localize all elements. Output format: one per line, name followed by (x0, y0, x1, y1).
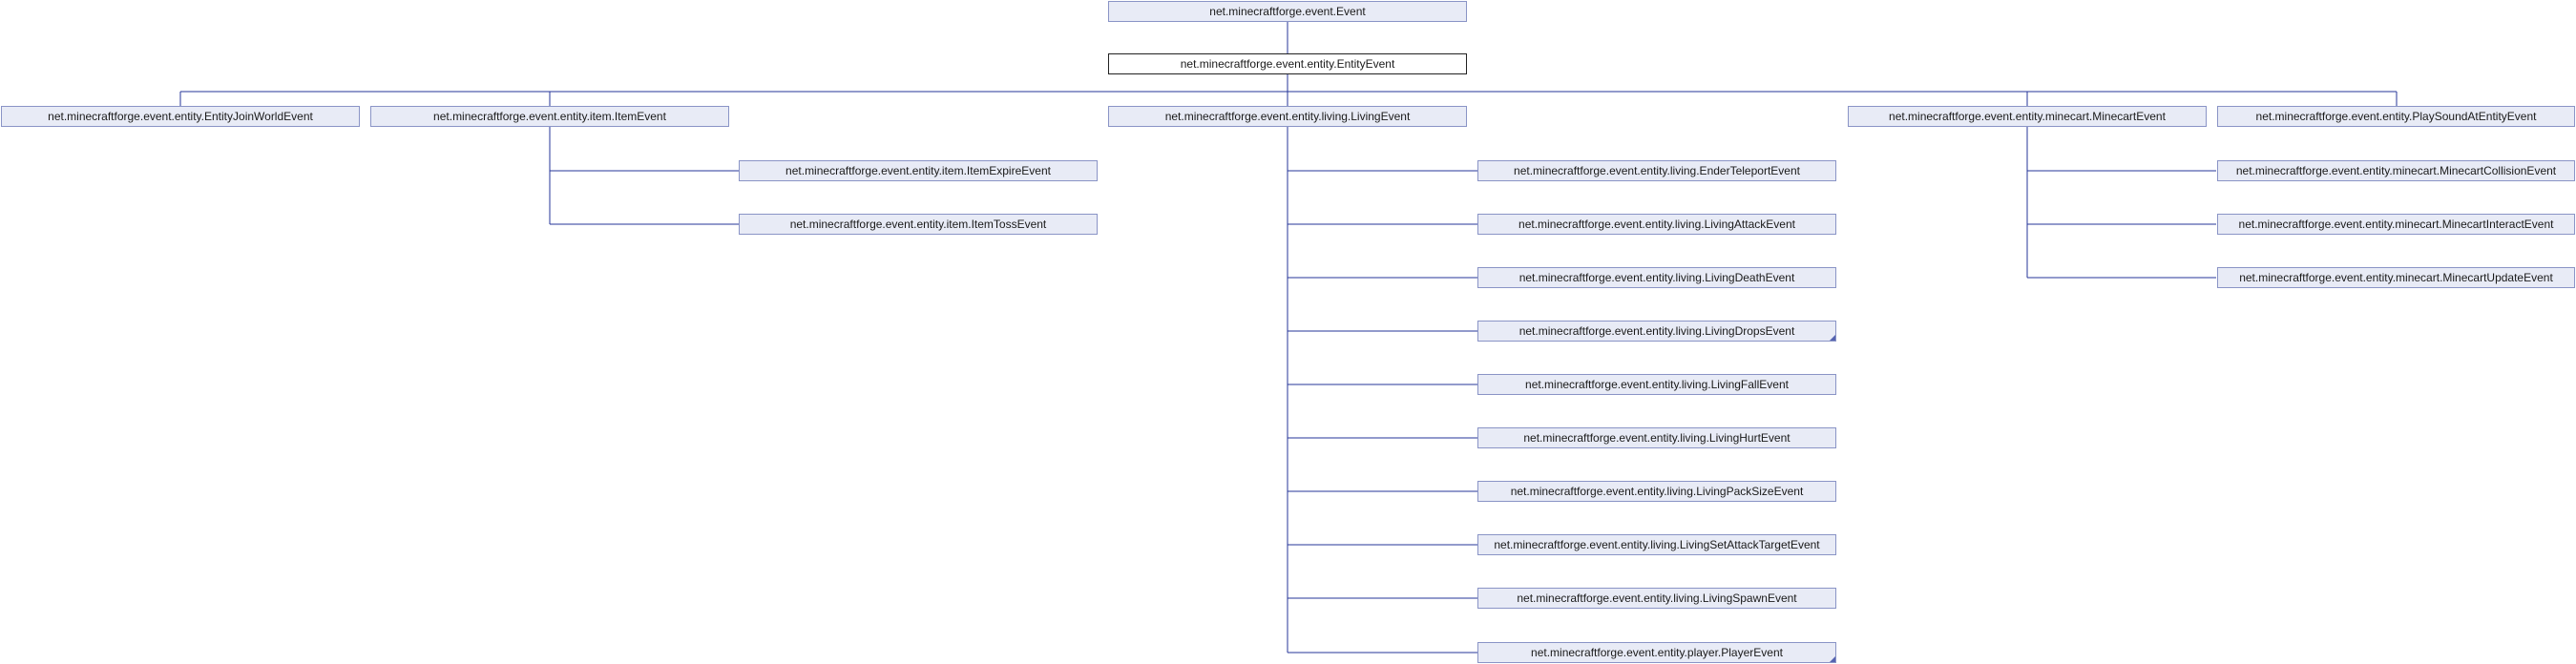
node-event[interactable]: net.minecraftforge.event.Event (1108, 1, 1467, 22)
node-living-fall-event[interactable]: net.minecraftforge.event.entity.living.L… (1477, 374, 1836, 395)
inheritance-edges (179, 14, 2398, 654)
node-minecart-event[interactable]: net.minecraftforge.event.entity.minecart… (1848, 106, 2207, 127)
node-minecart-collision-event[interactable]: net.minecraftforge.event.entity.minecart… (2217, 160, 2575, 181)
node-living-set-attack-target-event[interactable]: net.minecraftforge.event.entity.living.L… (1477, 534, 1836, 555)
node-living-drops-event[interactable]: net.minecraftforge.event.entity.living.L… (1477, 321, 1836, 342)
node-item-event[interactable]: net.minecraftforge.event.entity.item.Ite… (370, 106, 729, 127)
node-living-death-event[interactable]: net.minecraftforge.event.entity.living.L… (1477, 267, 1836, 288)
node-living-hurt-event[interactable]: net.minecraftforge.event.entity.living.L… (1477, 427, 1836, 448)
node-living-attack-event[interactable]: net.minecraftforge.event.entity.living.L… (1477, 214, 1836, 235)
node-item-expire-event[interactable]: net.minecraftforge.event.entity.item.Ite… (739, 160, 1098, 181)
node-minecart-interact-event[interactable]: net.minecraftforge.event.entity.minecart… (2217, 214, 2575, 235)
node-player-event[interactable]: net.minecraftforge.event.entity.player.P… (1477, 642, 1836, 663)
node-minecart-update-event[interactable]: net.minecraftforge.event.entity.minecart… (2217, 267, 2575, 288)
node-ender-teleport-event[interactable]: net.minecraftforge.event.entity.living.E… (1477, 160, 1836, 181)
node-living-pack-size-event[interactable]: net.minecraftforge.event.entity.living.L… (1477, 481, 1836, 502)
node-item-toss-event[interactable]: net.minecraftforge.event.entity.item.Ite… (739, 214, 1098, 235)
node-living-event[interactable]: net.minecraftforge.event.entity.living.L… (1108, 106, 1467, 127)
node-play-sound-at-entity-event[interactable]: net.minecraftforge.event.entity.PlaySoun… (2217, 106, 2575, 127)
node-living-spawn-event[interactable]: net.minecraftforge.event.entity.living.L… (1477, 588, 1836, 609)
node-entity-event: net.minecraftforge.event.entity.EntityEv… (1108, 53, 1467, 74)
node-entity-join-world-event[interactable]: net.minecraftforge.event.entity.EntityJo… (1, 106, 360, 127)
